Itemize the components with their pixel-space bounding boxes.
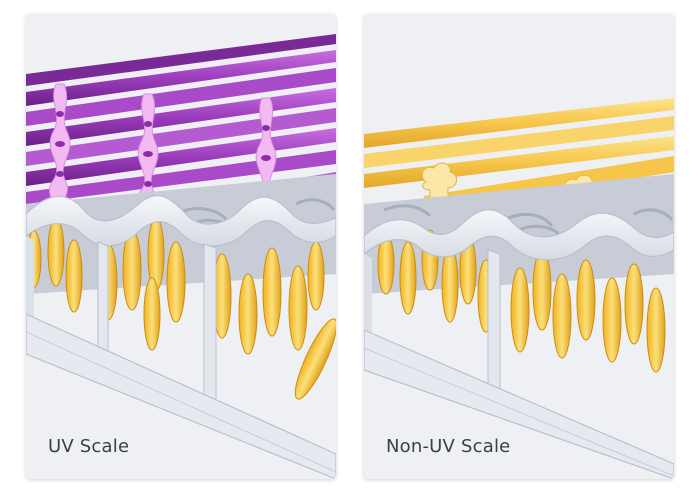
non-uv-scale-caption: Non-UV Scale [386,436,511,457]
non-uv-scale-illustration [364,14,674,479]
uv-scale-caption: UV Scale [48,436,130,457]
scale-frame [26,194,336,479]
uv-scale-illustration [26,14,336,479]
uv-scale-panel: UV Scale [26,14,336,479]
scale-frame [364,209,674,479]
non-uv-scale-panel: Non-UV Scale [364,14,674,479]
